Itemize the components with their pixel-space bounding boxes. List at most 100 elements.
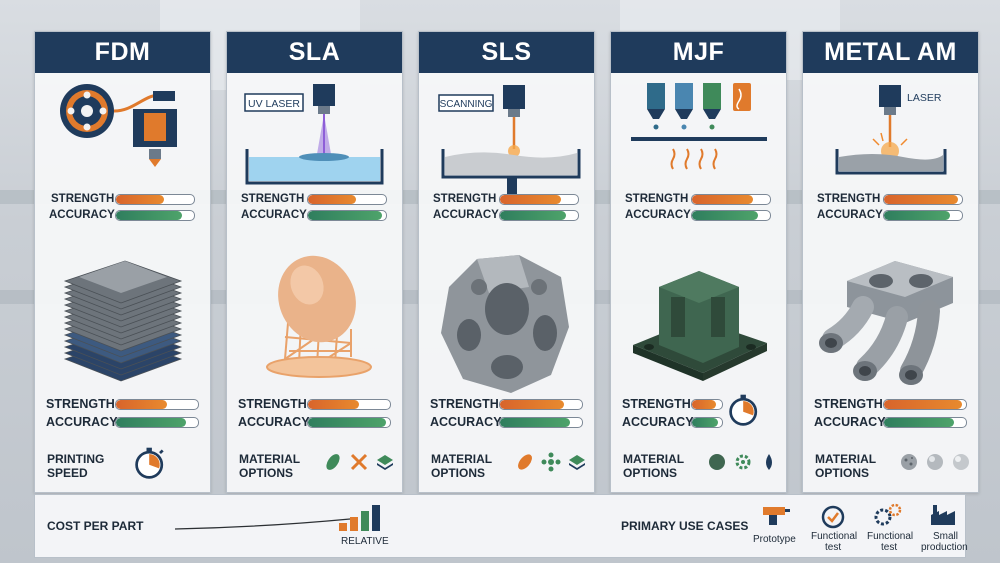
accuracy-label: ACCURACY <box>622 415 694 429</box>
strength-bar <box>499 399 583 410</box>
tools-icon <box>350 453 368 471</box>
accuracy-label: ACCURACY <box>241 209 307 221</box>
drop-icon <box>766 454 772 470</box>
strength-bar <box>691 194 771 205</box>
material-options-label-1: MATERIAL <box>623 452 685 466</box>
cost-trend-line <box>175 518 351 530</box>
strength-bar <box>883 194 963 205</box>
strength-bar <box>307 399 391 410</box>
laser-tag: LASER <box>907 92 942 104</box>
strength-metric: STRENGTH <box>611 397 786 411</box>
strength-bar <box>115 399 199 410</box>
metal-manifold-part <box>819 261 953 385</box>
material-options-row: MATERIAL OPTIONS <box>239 452 399 492</box>
layered-cube-part <box>63 260 183 382</box>
printing-speed-row: PRINTING SPEED <box>47 447 207 492</box>
use-case-label: test <box>881 542 898 553</box>
gear-icon <box>735 454 751 470</box>
column-metal-am: METAL AM LASER STRENGTH ACCURACY STRENGT… <box>802 31 979 493</box>
strength-bar <box>115 194 195 205</box>
use-case-label: test <box>825 542 842 553</box>
accuracy-label: ACCURACY <box>49 209 115 221</box>
strength-metric: STRENGTH <box>611 192 786 206</box>
accuracy-bar <box>115 417 199 428</box>
lattice-part <box>441 255 569 393</box>
resin-part-with-supports <box>266 255 372 378</box>
strength-metric: STRENGTH <box>419 397 594 411</box>
use-case-label: Small <box>933 531 959 542</box>
sla-printer-icon: UV LASER <box>244 84 384 185</box>
printing-speed-label-1: PRINTING <box>47 452 105 466</box>
accuracy-label: ACCURACY <box>625 209 691 221</box>
metal-am-printer-icon: LASER <box>835 85 947 175</box>
strength-label: STRENGTH <box>622 397 691 411</box>
material-options-row: MATERIAL OPTIONS <box>815 452 975 492</box>
strength-bar <box>691 399 723 410</box>
factory-icon <box>931 505 955 525</box>
accuracy-metric: ACCURACY <box>611 415 786 429</box>
strength-label: STRENGTH <box>625 193 689 205</box>
accuracy-metric: ACCURACY <box>35 415 210 429</box>
accuracy-bar <box>883 210 963 221</box>
strength-bar <box>307 194 387 205</box>
accuracy-bar <box>115 210 195 221</box>
sls-printer-icon: SCANNING <box>438 85 581 197</box>
strength-metric: STRENGTH <box>803 192 978 206</box>
strength-metric: STRENGTH <box>227 397 402 411</box>
relative-label: RELATIVE <box>341 536 389 547</box>
cost-per-part-label: COST PER PART <box>47 519 144 533</box>
accuracy-label: ACCURACY <box>430 415 502 429</box>
accuracy-bar <box>691 417 723 428</box>
accuracy-bar <box>499 210 579 221</box>
use-case-label: Functional <box>811 531 858 542</box>
strength-metric: STRENGTH <box>419 192 594 206</box>
strength-bar <box>883 399 967 410</box>
accuracy-metric: ACCURACY <box>611 208 786 222</box>
uv-laser-tag: UV LASER <box>248 98 300 110</box>
metal-powder-icon <box>901 454 917 470</box>
check-badge-icon <box>821 505 845 529</box>
strength-label: STRENGTH <box>238 397 307 411</box>
material-options-row: MATERIAL OPTIONS <box>623 452 783 492</box>
column-sls: SLS SCANNING STRENGTH ACCURACY STRENGTH … <box>418 31 595 493</box>
strength-metric: STRENGTH <box>803 397 978 411</box>
material-options-label-2: OPTIONS <box>623 466 678 480</box>
use-case-label: Prototype <box>753 534 796 545</box>
cluster-icon <box>541 452 561 472</box>
strength-metric: STRENGTH <box>227 192 402 206</box>
column-title: SLA <box>227 32 402 73</box>
accuracy-label: ACCURACY <box>433 209 499 221</box>
strength-label: STRENGTH <box>51 193 115 205</box>
metal-sphere-icon <box>927 454 943 470</box>
gears-icon <box>874 503 902 526</box>
accuracy-bar <box>307 210 387 221</box>
column-title: MJF <box>611 32 786 73</box>
material-options-label-2: OPTIONS <box>431 466 486 480</box>
accuracy-metric: ACCURACY <box>803 208 978 222</box>
strength-label: STRENGTH <box>433 193 497 205</box>
layers-icon <box>569 455 585 470</box>
strength-label: STRENGTH <box>817 193 881 205</box>
accuracy-bar <box>883 417 967 428</box>
material-options-label-2: OPTIONS <box>239 466 294 480</box>
accuracy-metric: ACCURACY <box>35 208 210 222</box>
stopwatch-icon <box>729 394 758 426</box>
use-case-label: Functional <box>867 531 914 542</box>
strength-bar <box>499 194 579 205</box>
layers-icon <box>377 455 393 470</box>
column-title: SLS <box>419 32 594 73</box>
leaf-icon <box>326 454 340 470</box>
accuracy-label: ACCURACY <box>814 415 886 429</box>
material-options-label-1: MATERIAL <box>239 452 301 466</box>
accuracy-metric: ACCURACY <box>227 208 402 222</box>
column-title: FDM <box>35 32 210 73</box>
accuracy-metric: ACCURACY <box>803 415 978 429</box>
footer-panel: COST PER PART RELATIVE PRIMARY USE CASES… <box>34 494 968 558</box>
material-options-label-1: MATERIAL <box>815 452 877 466</box>
accuracy-label: ACCURACY <box>46 415 118 429</box>
bar-chart-icon <box>339 505 380 531</box>
strength-label: STRENGTH <box>46 397 115 411</box>
accuracy-label: ACCURACY <box>817 209 883 221</box>
printing-speed-label-2: SPEED <box>47 466 88 480</box>
accuracy-metric: ACCURACY <box>227 415 402 429</box>
